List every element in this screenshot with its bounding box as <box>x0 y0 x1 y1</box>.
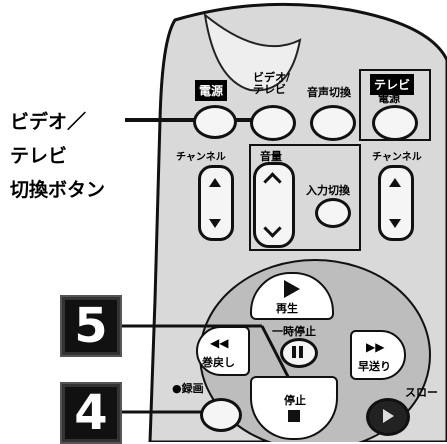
slow-label: スロー <box>405 386 438 399</box>
channel-right-label: チャンネル <box>372 152 422 163</box>
rewind-label: 巻戻し <box>202 356 235 369</box>
volume-label: 音量 <box>260 150 282 163</box>
power-button[interactable] <box>193 105 237 139</box>
step-5-badge: 5 <box>60 295 122 357</box>
rewind-icon: ◀◀ <box>210 336 229 350</box>
tv-section-label: テレビ <box>370 74 415 95</box>
chevron-down-icon <box>209 219 221 228</box>
slow-button[interactable] <box>366 398 410 436</box>
pause-label: 一時停止 <box>272 325 316 338</box>
volume-rocker[interactable] <box>253 162 295 248</box>
channel-left-rocker[interactable] <box>198 165 234 241</box>
channel-right-rocker[interactable] <box>378 165 414 241</box>
callout-line-1: ビデオ／ <box>10 111 87 133</box>
record-label: ●録画 <box>172 382 204 395</box>
callout-line-2: テレビ <box>10 145 68 167</box>
callout-line-3: 切換ボタン <box>10 179 106 201</box>
tv-power-button[interactable] <box>372 105 418 141</box>
slow-play-icon <box>383 409 394 423</box>
chevron-down-icon <box>389 219 401 228</box>
chevron-up-icon <box>209 178 221 187</box>
record-button[interactable] <box>200 398 242 432</box>
pause-button[interactable] <box>280 338 318 368</box>
play-label: 再生 <box>276 302 298 315</box>
fast-forward-button[interactable]: ▶▶ 早送り <box>350 330 406 380</box>
tv-power-label: 電源 <box>378 92 400 105</box>
input-switch-label: 入力切換 <box>306 184 350 197</box>
audio-switch-button[interactable] <box>310 105 356 141</box>
chevron-up-icon <box>263 172 282 191</box>
chevron-up-icon <box>389 178 401 187</box>
video-tv-label: ビデオ/ テレビ <box>253 71 291 96</box>
chevron-down-icon <box>263 219 282 238</box>
stop-icon <box>288 410 300 422</box>
input-switch-button[interactable] <box>315 198 351 228</box>
fast-forward-icon: ▶▶ <box>366 340 385 354</box>
stop-label: 停止 <box>284 394 306 407</box>
video-tv-button[interactable] <box>250 105 296 141</box>
rewind-button[interactable]: ◀◀ 巻戻し <box>196 326 250 376</box>
channel-left-label: チャンネル <box>176 152 226 163</box>
play-icon <box>284 280 300 298</box>
audio-switch-label: 音声切換 <box>307 86 351 99</box>
fast-forward-label: 早送り <box>358 360 391 373</box>
power-label: 電源 <box>195 80 228 101</box>
step-4-badge: 4 <box>60 382 122 444</box>
pause-icon <box>292 346 296 358</box>
